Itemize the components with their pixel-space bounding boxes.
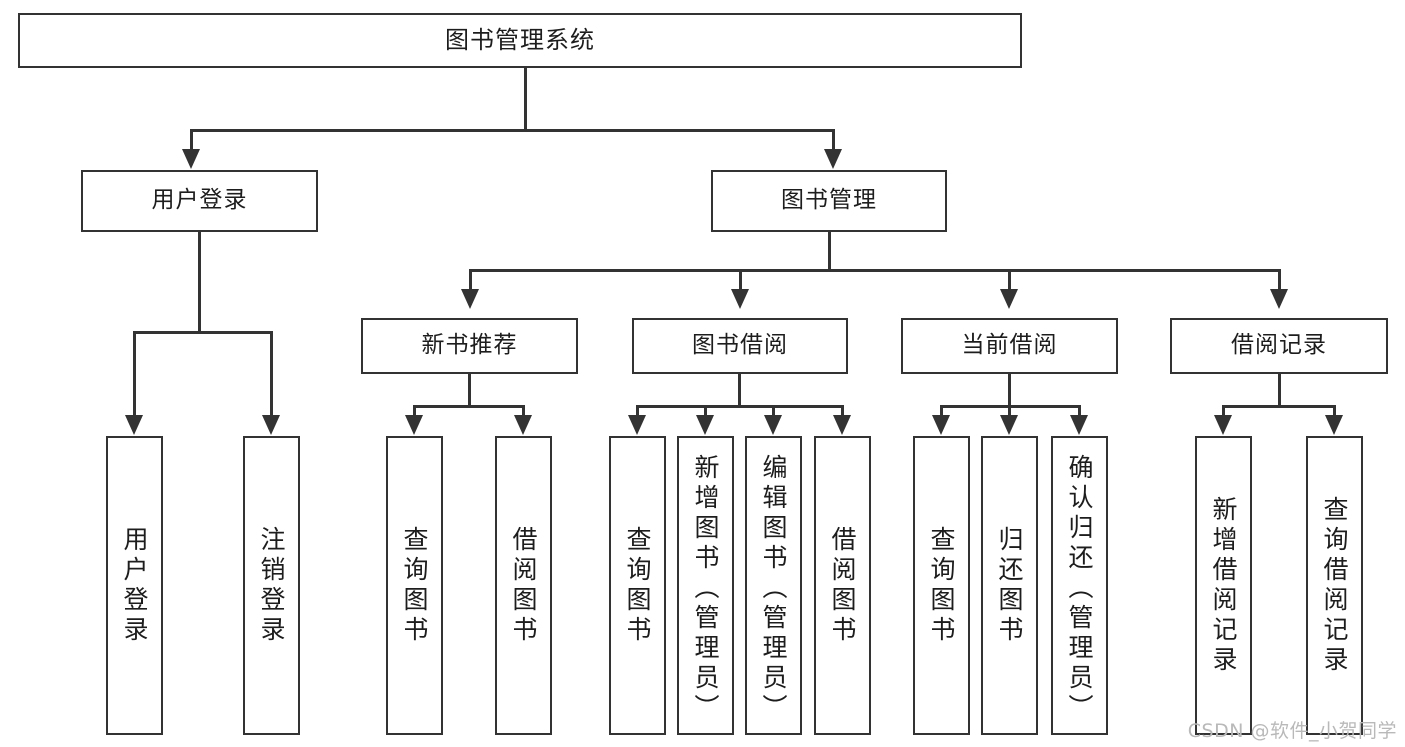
arrowhead-leaf-borrow-book-1 <box>514 415 532 435</box>
connector-current-borrow-leaf2 <box>1008 405 1011 417</box>
connector-to-new-book <box>469 269 472 291</box>
node-label: 查询借阅记录 <box>1320 495 1349 676</box>
node-borrow-record[interactable]: 借阅记录 <box>1170 318 1388 374</box>
arrowhead-leaf-add-book <box>696 415 714 435</box>
node-label: 图书管理 <box>781 187 877 214</box>
watermark-text: CSDN @软件_小贺同学 <box>1187 720 1397 742</box>
connector-book-borrow-leaf3 <box>772 405 775 417</box>
node-label: 新书推荐 <box>421 332 518 359</box>
connector-user-login-bus <box>133 331 273 334</box>
arrowhead-leaf-query-book-2 <box>628 415 646 435</box>
arrowhead-new-book <box>461 289 479 309</box>
connector-borrow-record-leaf1 <box>1222 405 1225 417</box>
arrowhead-leaf-user-login <box>125 415 143 435</box>
leaf-logout[interactable]: 注销登录 <box>243 436 300 735</box>
connector-book-borrow-stem <box>738 374 741 407</box>
leaf-user-login[interactable]: 用户登录 <box>106 436 163 735</box>
connector-level2-bus <box>190 129 835 132</box>
connector-borrow-record-stem <box>1278 374 1281 407</box>
connector-level3-bus <box>469 269 1281 272</box>
connector-user-login-stem <box>198 232 201 333</box>
node-label: 当前借阅 <box>961 332 1058 359</box>
arrowhead-borrow-record <box>1270 289 1288 309</box>
connector-new-book-leaf2 <box>522 405 525 417</box>
leaf-confirm-return-admin[interactable]: 确认归还（管理员） <box>1051 436 1108 735</box>
node-label: 归还图书 <box>995 525 1024 646</box>
connector-user-login-leaf1 <box>133 331 136 417</box>
connector-to-user-login <box>190 129 193 151</box>
arrowhead-book-manage <box>824 149 842 169</box>
leaf-query-book-current[interactable]: 查询图书 <box>913 436 970 735</box>
connector-to-current-borrow <box>1008 269 1011 291</box>
connector-borrow-record-bus <box>1222 405 1336 408</box>
arrowhead-leaf-confirm-return <box>1070 415 1088 435</box>
node-label: 新增图书（管理员） <box>691 453 720 724</box>
connector-borrow-record-leaf2 <box>1333 405 1336 417</box>
connector-to-borrow-record <box>1278 269 1281 291</box>
connector-current-borrow-leaf1 <box>940 405 943 417</box>
connector-book-borrow-bus <box>636 405 844 408</box>
leaf-borrow-book[interactable]: 借阅图书 <box>814 436 871 735</box>
node-label: 查询图书 <box>623 525 652 646</box>
connector-root-stem <box>524 68 527 131</box>
leaf-return-book[interactable]: 归还图书 <box>981 436 1038 735</box>
arrowhead-leaf-query-record <box>1325 415 1343 435</box>
leaf-query-book-borrow[interactable]: 查询图书 <box>609 436 666 735</box>
node-label: 查询图书 <box>400 525 429 646</box>
node-label: 确认归还（管理员） <box>1065 453 1094 724</box>
arrowhead-leaf-edit-book <box>764 415 782 435</box>
leaf-edit-book-admin[interactable]: 编辑图书（管理员） <box>745 436 802 735</box>
arrowhead-leaf-return-book <box>1000 415 1018 435</box>
arrowhead-leaf-add-record <box>1214 415 1232 435</box>
leaf-add-borrow-record[interactable]: 新增借阅记录 <box>1195 436 1252 735</box>
node-root-system[interactable]: 图书管理系统 <box>18 13 1022 68</box>
arrowhead-current-borrow <box>1000 289 1018 309</box>
leaf-query-borrow-record[interactable]: 查询借阅记录 <box>1306 436 1363 735</box>
connector-current-borrow-stem <box>1008 374 1011 407</box>
arrowhead-leaf-query-book-3 <box>932 415 950 435</box>
connector-current-borrow-leaf3 <box>1078 405 1081 417</box>
connector-book-manage-stem <box>828 232 831 271</box>
arrowhead-user-login <box>182 149 200 169</box>
leaf-add-book-admin[interactable]: 新增图书（管理员） <box>677 436 734 735</box>
leaf-query-book-new[interactable]: 查询图书 <box>386 436 443 735</box>
node-user-login[interactable]: 用户登录 <box>81 170 318 232</box>
node-label: 图书借阅 <box>692 332 788 359</box>
arrowhead-leaf-logout <box>262 415 280 435</box>
connector-to-book-manage <box>832 129 835 151</box>
node-label: 借阅图书 <box>509 525 538 646</box>
arrowhead-leaf-query-book-1 <box>405 415 423 435</box>
connector-new-book-leaf1 <box>413 405 416 417</box>
connector-book-borrow-leaf4 <box>841 405 844 417</box>
node-label: 借阅图书 <box>828 525 857 646</box>
node-label: 新增借阅记录 <box>1209 495 1238 676</box>
node-label: 借阅记录 <box>1231 332 1327 359</box>
arrowhead-leaf-borrow-book-2 <box>833 415 851 435</box>
node-label: 注销登录 <box>257 525 286 646</box>
connector-new-book-stem <box>468 374 471 407</box>
connector-book-borrow-leaf1 <box>636 405 639 417</box>
node-book-manage[interactable]: 图书管理 <box>711 170 947 232</box>
connector-user-login-leaf2 <box>270 331 273 417</box>
node-label: 用户登录 <box>120 525 149 646</box>
connector-new-book-bus <box>413 405 525 408</box>
node-label: 用户登录 <box>151 187 248 214</box>
node-label: 图书管理系统 <box>445 26 595 55</box>
leaf-borrow-book-new[interactable]: 借阅图书 <box>495 436 552 735</box>
connector-book-borrow-leaf2 <box>704 405 707 417</box>
connector-to-book-borrow <box>739 269 742 291</box>
arrowhead-book-borrow <box>731 289 749 309</box>
node-new-book-recommend[interactable]: 新书推荐 <box>361 318 578 374</box>
node-label: 查询图书 <box>927 525 956 646</box>
node-label: 编辑图书（管理员） <box>759 453 788 724</box>
node-book-borrow[interactable]: 图书借阅 <box>632 318 848 374</box>
node-current-borrow[interactable]: 当前借阅 <box>901 318 1118 374</box>
